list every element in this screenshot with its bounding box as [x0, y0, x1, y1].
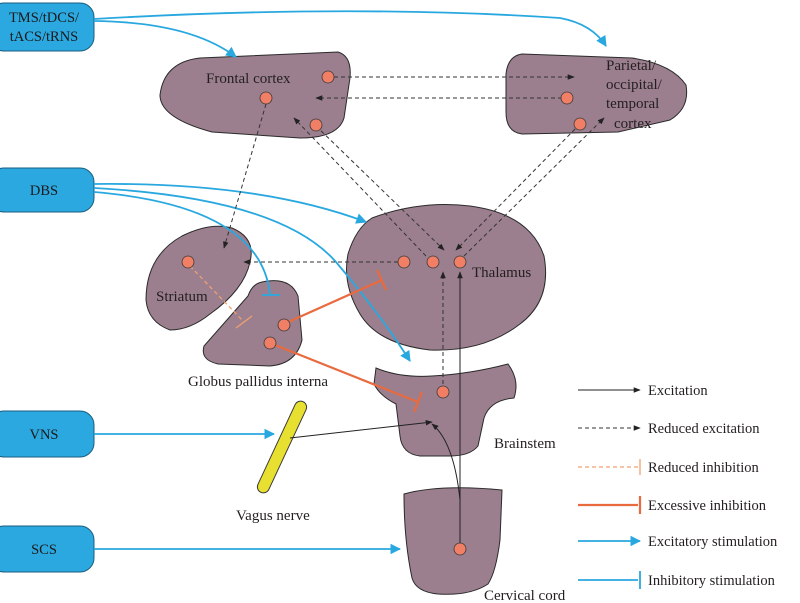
- gpi-region: [202, 280, 303, 367]
- brainstem-inhibition-bar: [412, 391, 424, 413]
- gpi-to-thalamus-excessive-inhibition: [285, 278, 383, 325]
- thalamus-neuron-3: [453, 255, 467, 269]
- tms-to-parietal-stimulation: [93, 10, 607, 47]
- thalamus-to-frontal-reduced: [293, 117, 427, 257]
- parietal-cortex-region: [505, 53, 688, 135]
- frontal-neuron-2: [259, 91, 273, 105]
- parietal-neuron-1: [560, 91, 574, 105]
- parietal-label-2: occipital/: [606, 77, 663, 93]
- legend-excessive-inhibition-label: Excessive inhibition: [648, 498, 767, 514]
- cervical-label: Cervical cord: [484, 588, 566, 603]
- striatum-label: Striatum: [156, 289, 208, 305]
- thalamus-neuron-1: [397, 255, 411, 269]
- frontal-cortex-region: [159, 51, 351, 139]
- striatum-neuron: [181, 255, 195, 269]
- vns-label: VNS: [29, 427, 58, 443]
- striatum-to-gpi-reduced-inhibition: [189, 265, 245, 323]
- frontal-to-thalamus-reduced: [315, 125, 445, 251]
- legend-reduced-excitation-label: Reduced excitation: [648, 421, 760, 437]
- gpi-label: Globus pallidus interna: [188, 374, 328, 390]
- thalamus-inhibition-bar: [375, 269, 388, 291]
- frontal-neuron-3: [309, 118, 323, 132]
- dbs-to-gpi-inhibition: [93, 191, 271, 295]
- frontal-neuron-1: [321, 70, 335, 84]
- parietal-label-3: temporal: [606, 96, 659, 112]
- legend-excitatory-stimulation-label: Excitatory stimulation: [648, 534, 778, 550]
- thalamus-label: Thalamus: [472, 265, 531, 281]
- cervical-cord-region: [403, 487, 503, 595]
- vagus-label: Vagus nerve: [236, 508, 310, 524]
- vagus-to-brainstem-excitation: [289, 419, 433, 439]
- gpi-to-brainstem-excessive-inhibition: [269, 341, 419, 404]
- gpi-neuron-1: [277, 318, 291, 332]
- dbs-label: DBS: [30, 183, 58, 199]
- vagus-nerve: [256, 400, 308, 494]
- dbs-to-brainstem-stimulation: [93, 187, 411, 362]
- parietal-neuron-2: [573, 117, 587, 131]
- gpi-neuron-2: [263, 336, 277, 350]
- tms-label-line-1: TMS/tDCS/: [9, 10, 80, 26]
- cervical-to-brainstem-excitation: [431, 423, 461, 501]
- legend-reduced-inhibition-label: Reduced inhibition: [648, 460, 759, 476]
- dbs-pill: [0, 167, 95, 213]
- striatum-region: [145, 225, 252, 331]
- brainstem-label: Brainstem: [494, 436, 556, 452]
- legend-inhibitory-stimulation-label: Inhibitory stimulation: [648, 573, 776, 589]
- thalamus-to-parietal-reduced: [463, 117, 605, 257]
- parietal-label-4: cortex: [614, 116, 652, 132]
- scs-label: SCS: [31, 542, 57, 558]
- brainstem-neuron: [436, 385, 450, 399]
- reduced-inhibition-bar: [235, 315, 253, 329]
- frontal-to-striatum-reduced: [223, 103, 267, 249]
- tms-to-frontal-stimulation: [93, 20, 237, 58]
- frontal-label: Frontal cortex: [206, 71, 291, 87]
- thalamus-neuron-2: [426, 255, 440, 269]
- legend: Excitation Reduced excitation Reduced in…: [578, 383, 778, 589]
- parietal-to-thalamus-reduced: [455, 123, 581, 251]
- parietal-label-1: Parietal/: [606, 58, 657, 74]
- thalamus-region: [346, 204, 547, 351]
- tms-label-line-2: tACS/tRNS: [10, 29, 79, 45]
- brainstem-region: [373, 363, 517, 457]
- tms-pill: [0, 2, 95, 52]
- dbs-to-thalamus-stimulation: [93, 183, 368, 224]
- cervical-neuron: [453, 542, 467, 556]
- legend-excitation-label: Excitation: [648, 383, 708, 399]
